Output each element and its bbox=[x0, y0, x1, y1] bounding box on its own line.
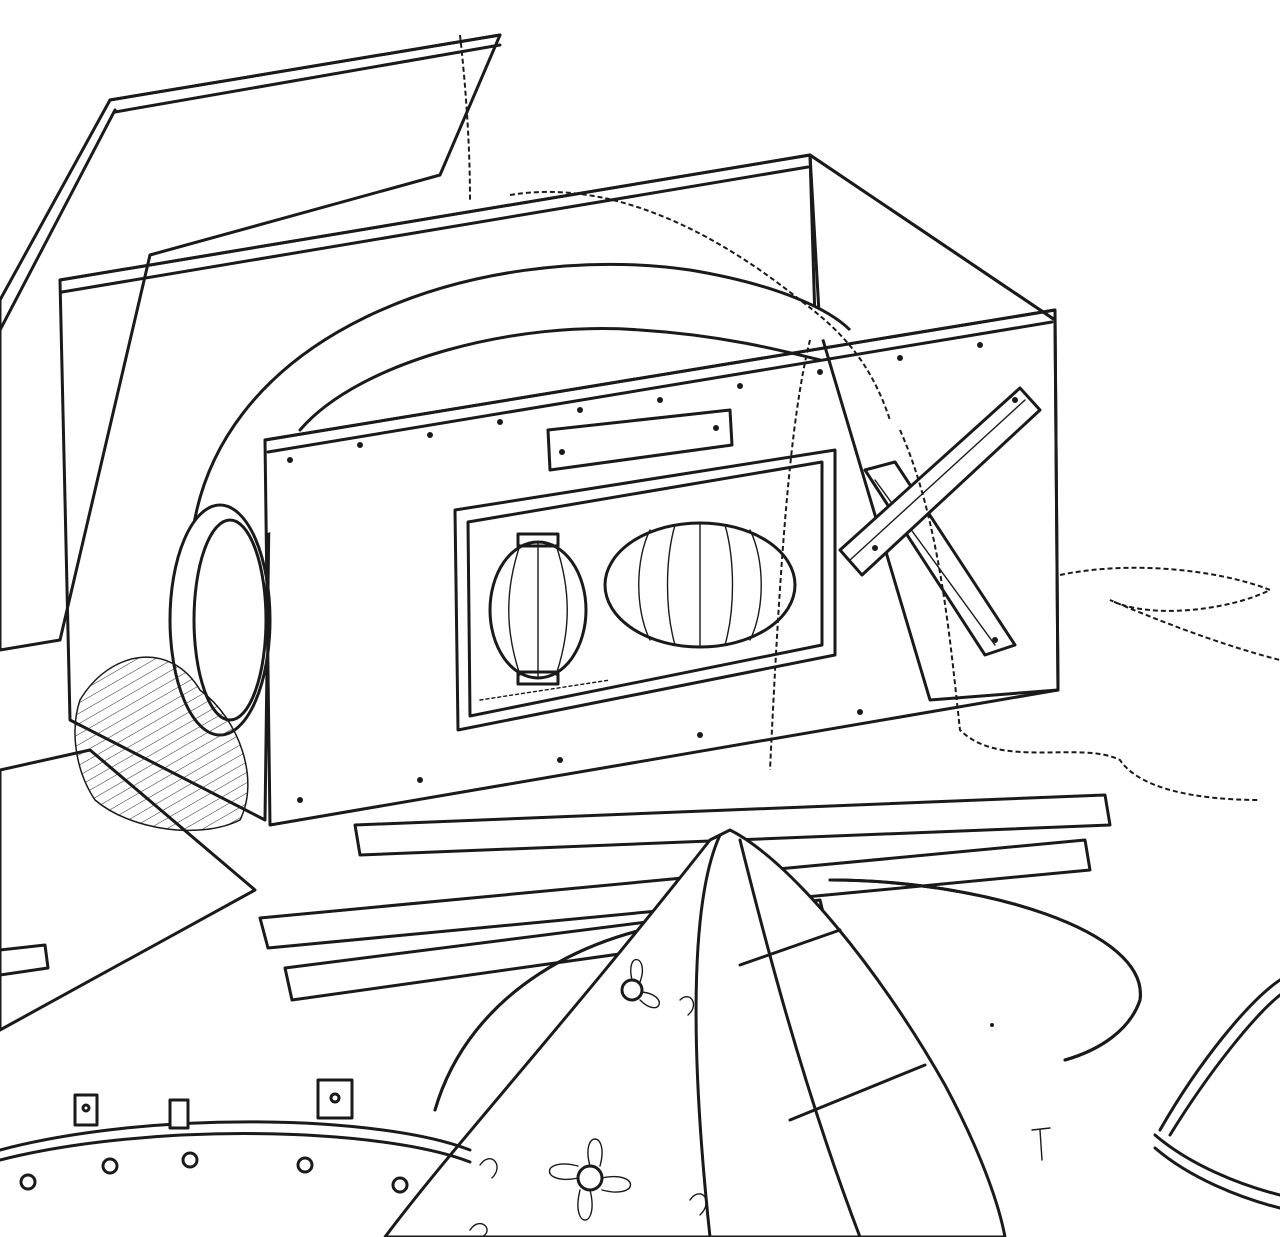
flowered-lantern-shade bbox=[383, 828, 1007, 1237]
cross-brace bbox=[838, 386, 1042, 657]
lantern-ring-side bbox=[168, 503, 272, 737]
lantern-dome bbox=[188, 263, 852, 561]
label-lantern-small bbox=[488, 532, 588, 686]
crate-name-plank bbox=[546, 408, 734, 472]
crate-lid bbox=[0, 33, 502, 652]
partial-lantern-frame-right bbox=[1153, 978, 1280, 1210]
rope bbox=[459, 34, 1280, 801]
flower-decoration bbox=[549, 958, 660, 1221]
crate-right-wall bbox=[808, 153, 1060, 702]
lantern-frame-ring bbox=[0, 1078, 472, 1194]
paper-lantern-label bbox=[453, 448, 837, 732]
loose-board bbox=[0, 748, 257, 1032]
straw-packing bbox=[74, 656, 249, 832]
crate-front-wall bbox=[263, 308, 1060, 827]
floor-marks bbox=[990, 1023, 1051, 1161]
label-lantern-large bbox=[603, 521, 797, 649]
